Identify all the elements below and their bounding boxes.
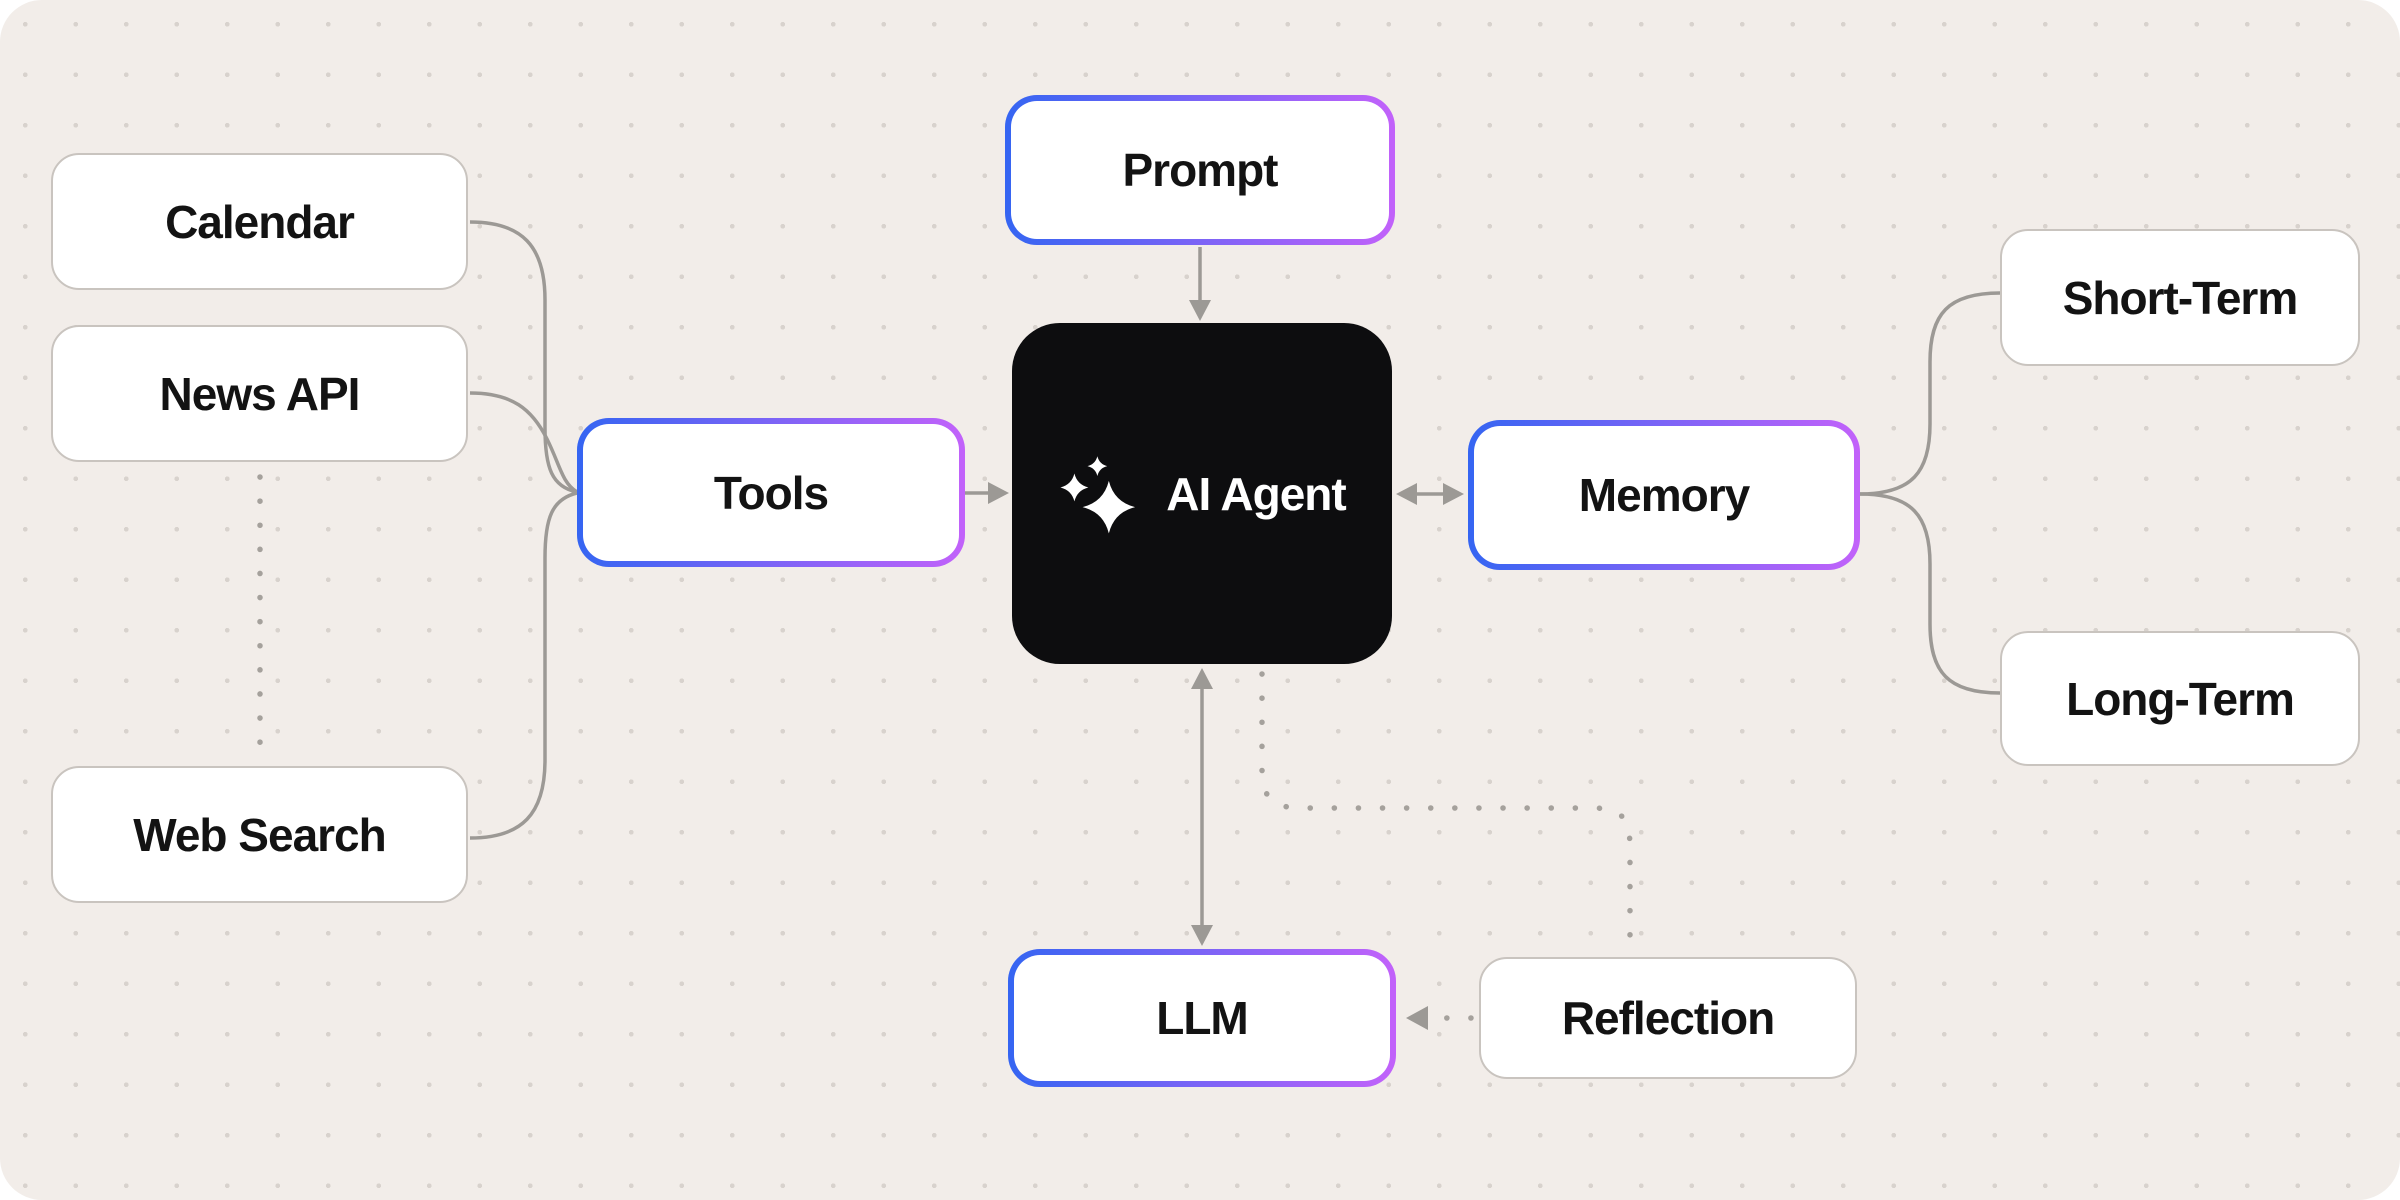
node-web-search-label: Web Search — [133, 808, 386, 861]
node-calendar[interactable]: Calendar — [51, 153, 468, 290]
node-long-term-label: Long-Term — [2066, 672, 2295, 725]
node-ai-agent[interactable]: AI Agent — [1012, 323, 1392, 664]
edge-calendar-to-tools — [469, 220, 578, 494]
node-tools-label: Tools — [713, 466, 829, 519]
arrowhead-reflection-to-llm — [1406, 1006, 1428, 1030]
arrowhead-tools-to-agent — [988, 482, 1009, 504]
edge-agent-to-reflection-dotted — [1259, 671, 1633, 947]
node-prompt-label: Prompt — [1122, 144, 1279, 196]
arrowhead-prompt-to-agent — [1189, 300, 1211, 321]
node-short-term-label: Short-Term — [2062, 271, 2298, 324]
node-long-term[interactable]: Long-Term — [2000, 631, 2360, 766]
node-prompt[interactable]: Prompt — [1005, 95, 1395, 245]
edge-memory-to-shortterm — [1859, 291, 2001, 496]
node-tools[interactable]: Tools — [577, 418, 965, 567]
node-llm-label: LLM — [1156, 992, 1249, 1044]
node-reflection-label: Reflection — [1561, 992, 1775, 1044]
edge-websearch-to-tools — [469, 491, 578, 840]
node-memory-inner: Memory — [1474, 426, 1854, 564]
node-news-api[interactable]: News API — [51, 325, 468, 462]
node-ai-agent-label: AI Agent — [1166, 467, 1346, 520]
node-reflection[interactable]: Reflection — [1479, 957, 1857, 1079]
arrowhead-memory-to-agent — [1396, 483, 1417, 505]
node-short-term[interactable]: Short-Term — [2000, 229, 2360, 366]
node-tools-inner: Tools — [583, 424, 959, 561]
arrowhead-agent-to-llm — [1191, 925, 1213, 946]
node-llm[interactable]: LLM — [1008, 949, 1396, 1087]
node-calendar-label: Calendar — [165, 195, 355, 248]
node-llm-inner: LLM — [1014, 955, 1390, 1081]
node-memory-label: Memory — [1578, 469, 1750, 521]
node-web-search[interactable]: Web Search — [51, 766, 468, 903]
sparkles-icon — [1060, 455, 1136, 533]
edge-memory-to-longterm — [1859, 492, 2001, 695]
node-memory[interactable]: Memory — [1468, 420, 1860, 570]
arrowhead-agent-to-memory — [1443, 483, 1464, 505]
node-news-api-label: News API — [159, 367, 361, 420]
arrowhead-llm-to-agent — [1191, 668, 1213, 689]
node-prompt-inner: Prompt — [1011, 101, 1389, 239]
edge-newsapi-to-tools — [469, 391, 578, 494]
